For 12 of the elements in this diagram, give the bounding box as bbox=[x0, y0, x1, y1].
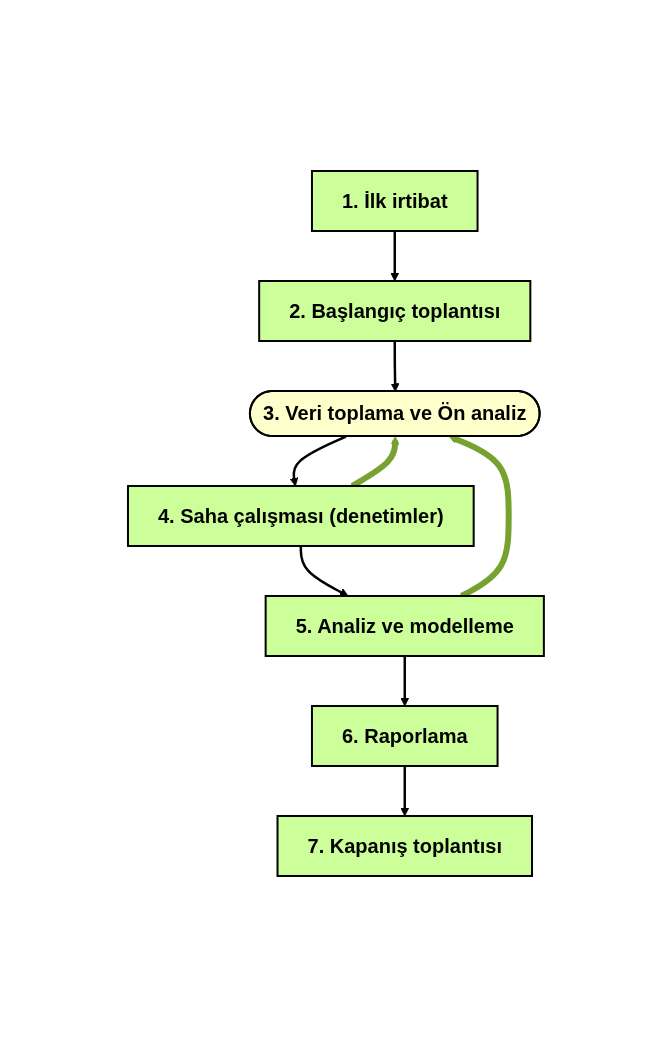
node-box: 4. Saha çalışması (denetimler) bbox=[126, 485, 475, 547]
node-box: 6. Raporlama bbox=[310, 705, 499, 767]
node-box: 7. Kapanış toplantısı bbox=[276, 815, 533, 877]
node-box: 1. İlk irtibat bbox=[310, 170, 479, 232]
arrow bbox=[390, 341, 400, 392]
node-box: 5. Analiz ve modelleme bbox=[264, 595, 545, 657]
arrow bbox=[399, 656, 409, 707]
arrow bbox=[299, 546, 349, 597]
arrow bbox=[399, 766, 409, 817]
node-box: 2. Başlangıç toplantısı bbox=[257, 280, 531, 342]
arrow bbox=[389, 231, 399, 282]
arrow bbox=[289, 435, 347, 487]
